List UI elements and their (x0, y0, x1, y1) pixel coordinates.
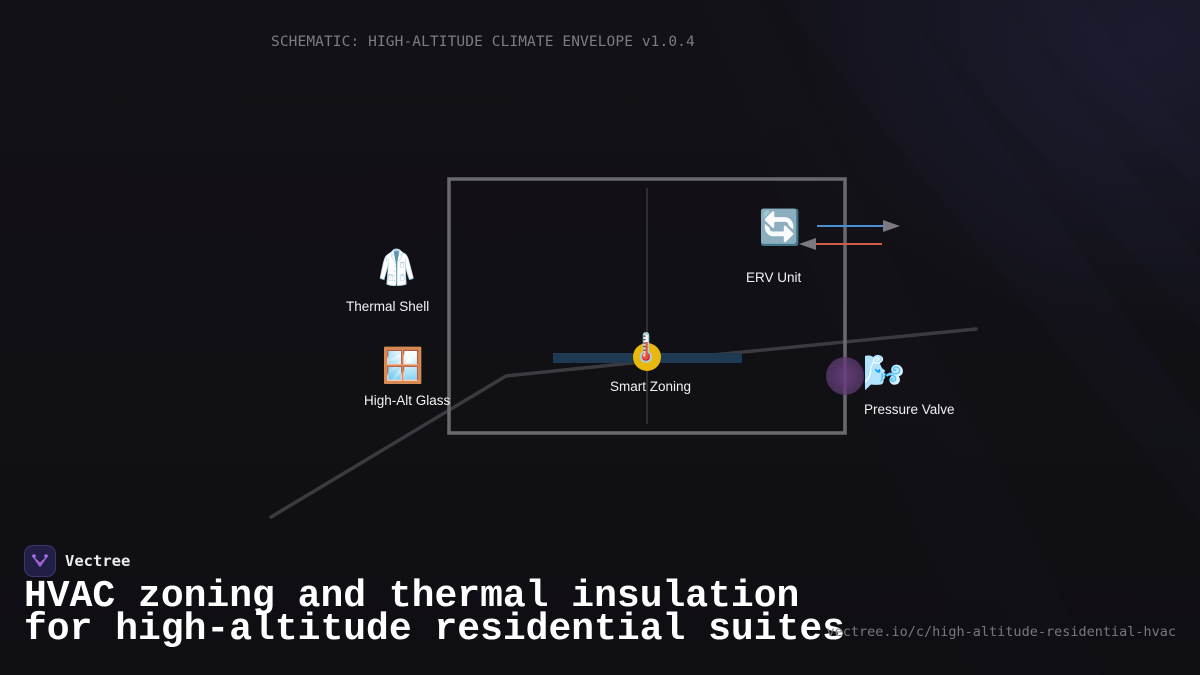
erv-unit-label: ERV Unit (746, 270, 802, 285)
headline-line-2: for high-altitude residential suites (24, 608, 845, 651)
high-alt-glass-label: High-Alt Glass (364, 393, 451, 408)
terrain-line (269, 327, 978, 519)
brand-name: Vectree (65, 552, 131, 570)
coat-icon: 🥼 (375, 248, 419, 288)
source-url[interactable]: vectree.io/c/high-altitude-residential-h… (826, 624, 1177, 640)
brand: Vectree (24, 544, 130, 578)
erv-supply-arrowhead (883, 220, 900, 232)
recycle-arrows-icon: 🔄 (758, 208, 802, 248)
smart-zoning-label: Smart Zoning (610, 379, 692, 394)
zoning-sensor-dot (633, 343, 661, 371)
erv-exhaust-arrowhead (799, 238, 816, 250)
thermal-shell-label: Thermal Shell (346, 299, 430, 314)
wind-blowing-icon: 🌬️ (862, 353, 906, 393)
pressure-valve-label: Pressure Valve (864, 402, 955, 417)
pressure-valve-glow (826, 357, 864, 395)
schematic-label: SCHEMATIC: HIGH-ALTITUDE CLIMATE ENVELOP… (271, 34, 695, 50)
vectree-logo-icon (24, 545, 56, 577)
window-icon: 🪟 (381, 346, 425, 386)
headline-line-1: HVAC zoning and thermal insulation (24, 575, 800, 618)
building-envelope (447, 177, 847, 435)
headline: HVAC zoning and thermal insulation for h… (24, 575, 845, 651)
thermometer-icon: 🌡️ (628, 331, 664, 364)
